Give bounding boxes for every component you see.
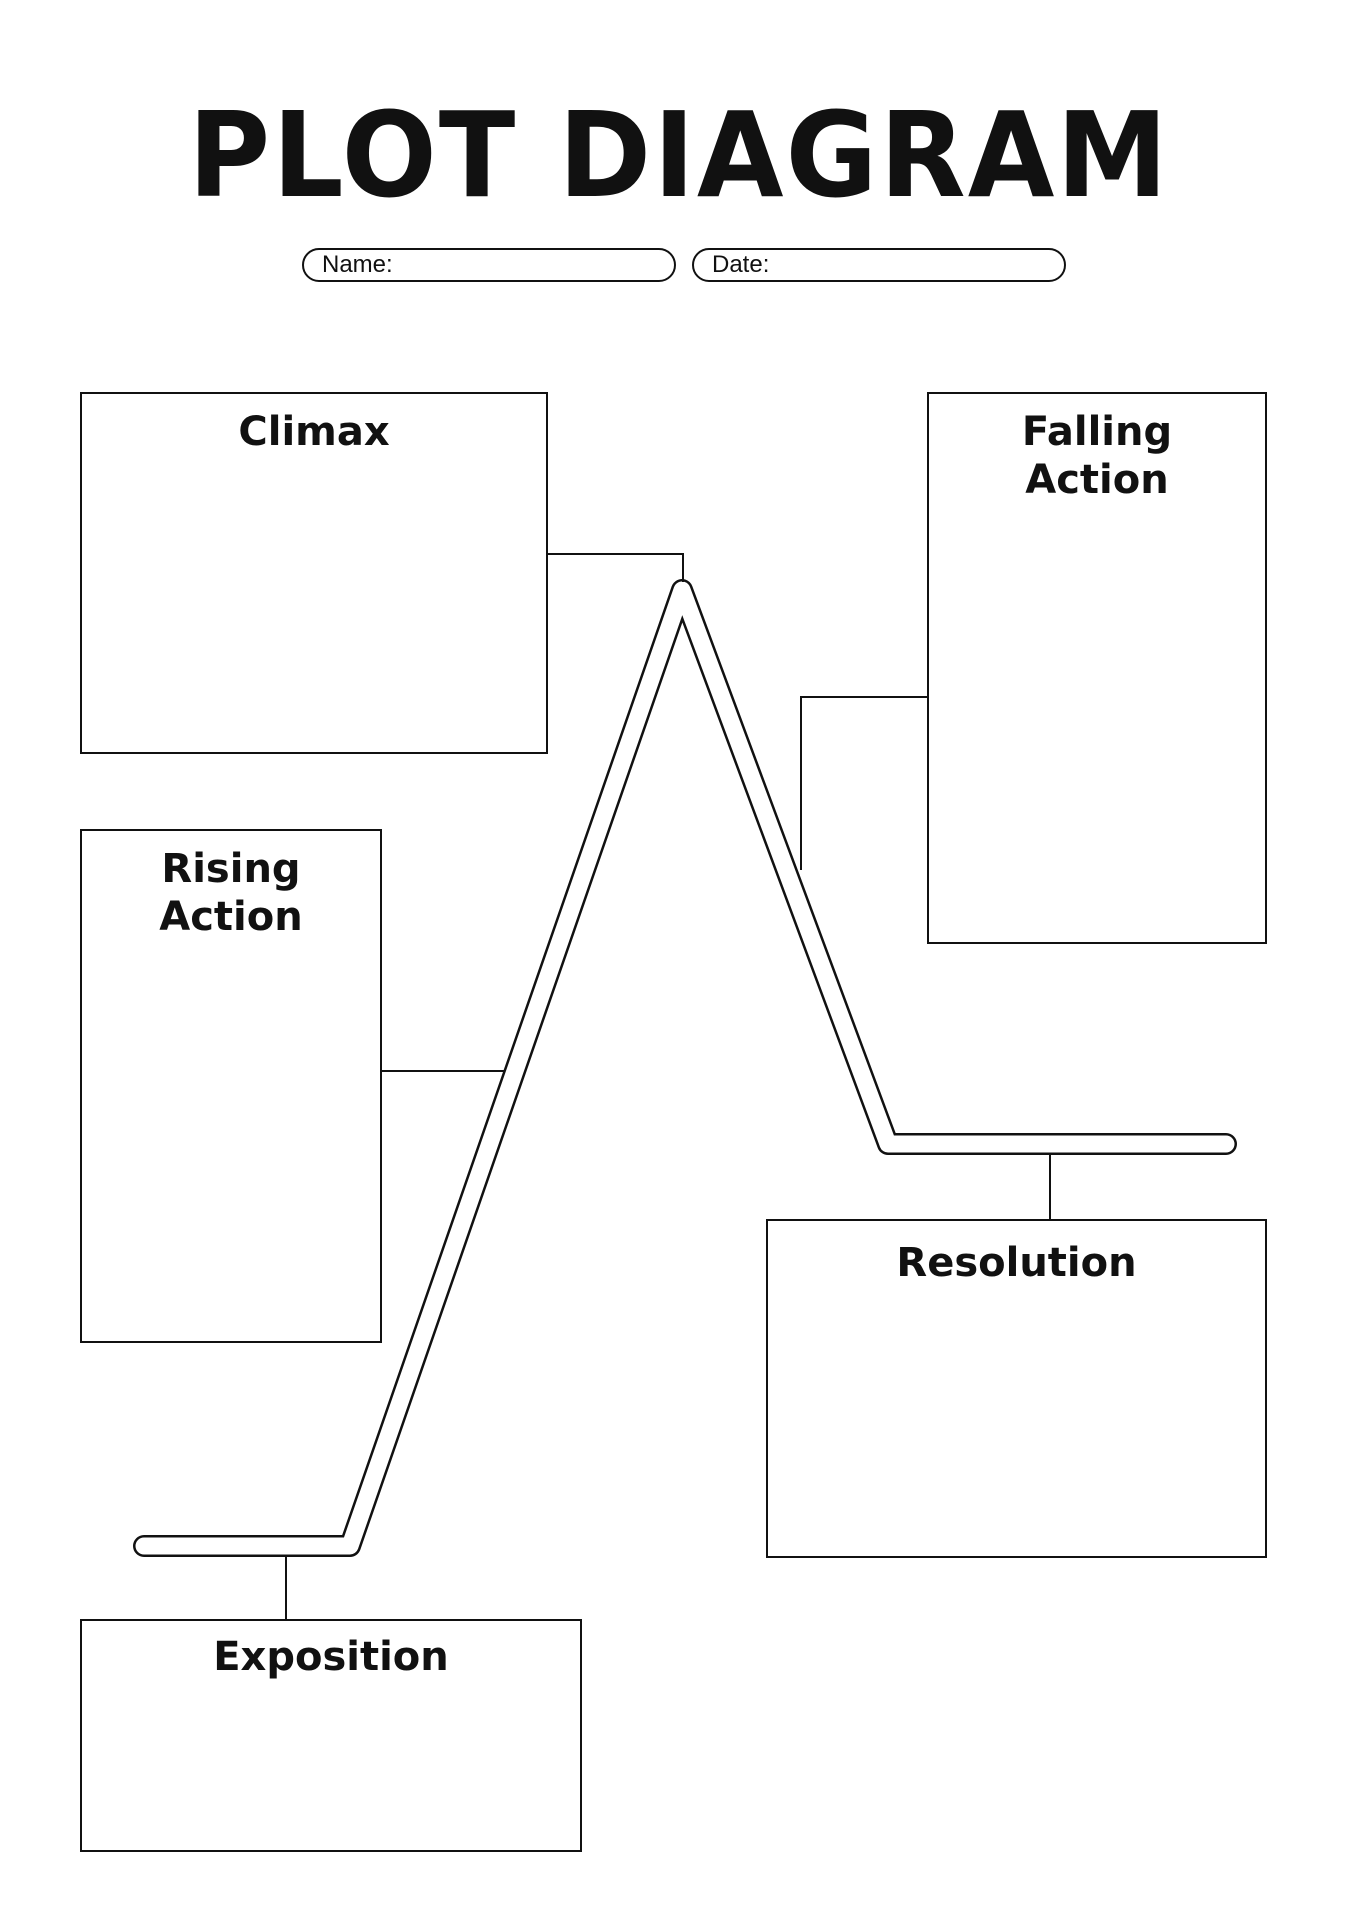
story-arc-inner bbox=[135, 581, 1235, 1555]
climax-box[interactable]: Climax bbox=[80, 392, 548, 754]
date-field[interactable]: Date: bbox=[692, 248, 1066, 282]
climax-label: Climax bbox=[238, 409, 390, 455]
falling-action-box[interactable]: Falling Action bbox=[927, 392, 1267, 944]
connector-falling-action bbox=[800, 696, 927, 870]
resolution-box[interactable]: Resolution bbox=[766, 1219, 1267, 1558]
connector-climax bbox=[548, 553, 684, 582]
rising-action-box[interactable]: Rising Action bbox=[80, 829, 382, 1343]
exposition-label: Exposition bbox=[213, 1634, 449, 1680]
name-field[interactable]: Name: bbox=[302, 248, 676, 282]
page-title: PLOT DIAGRAM bbox=[188, 87, 1170, 225]
name-field-label: Name: bbox=[322, 251, 393, 278]
resolution-label: Resolution bbox=[896, 1240, 1137, 1286]
exposition-box[interactable]: Exposition bbox=[80, 1619, 582, 1852]
rising-action-label: Rising Action bbox=[159, 846, 303, 940]
date-field-label: Date: bbox=[712, 251, 770, 278]
falling-action-label: Falling Action bbox=[1021, 409, 1173, 503]
